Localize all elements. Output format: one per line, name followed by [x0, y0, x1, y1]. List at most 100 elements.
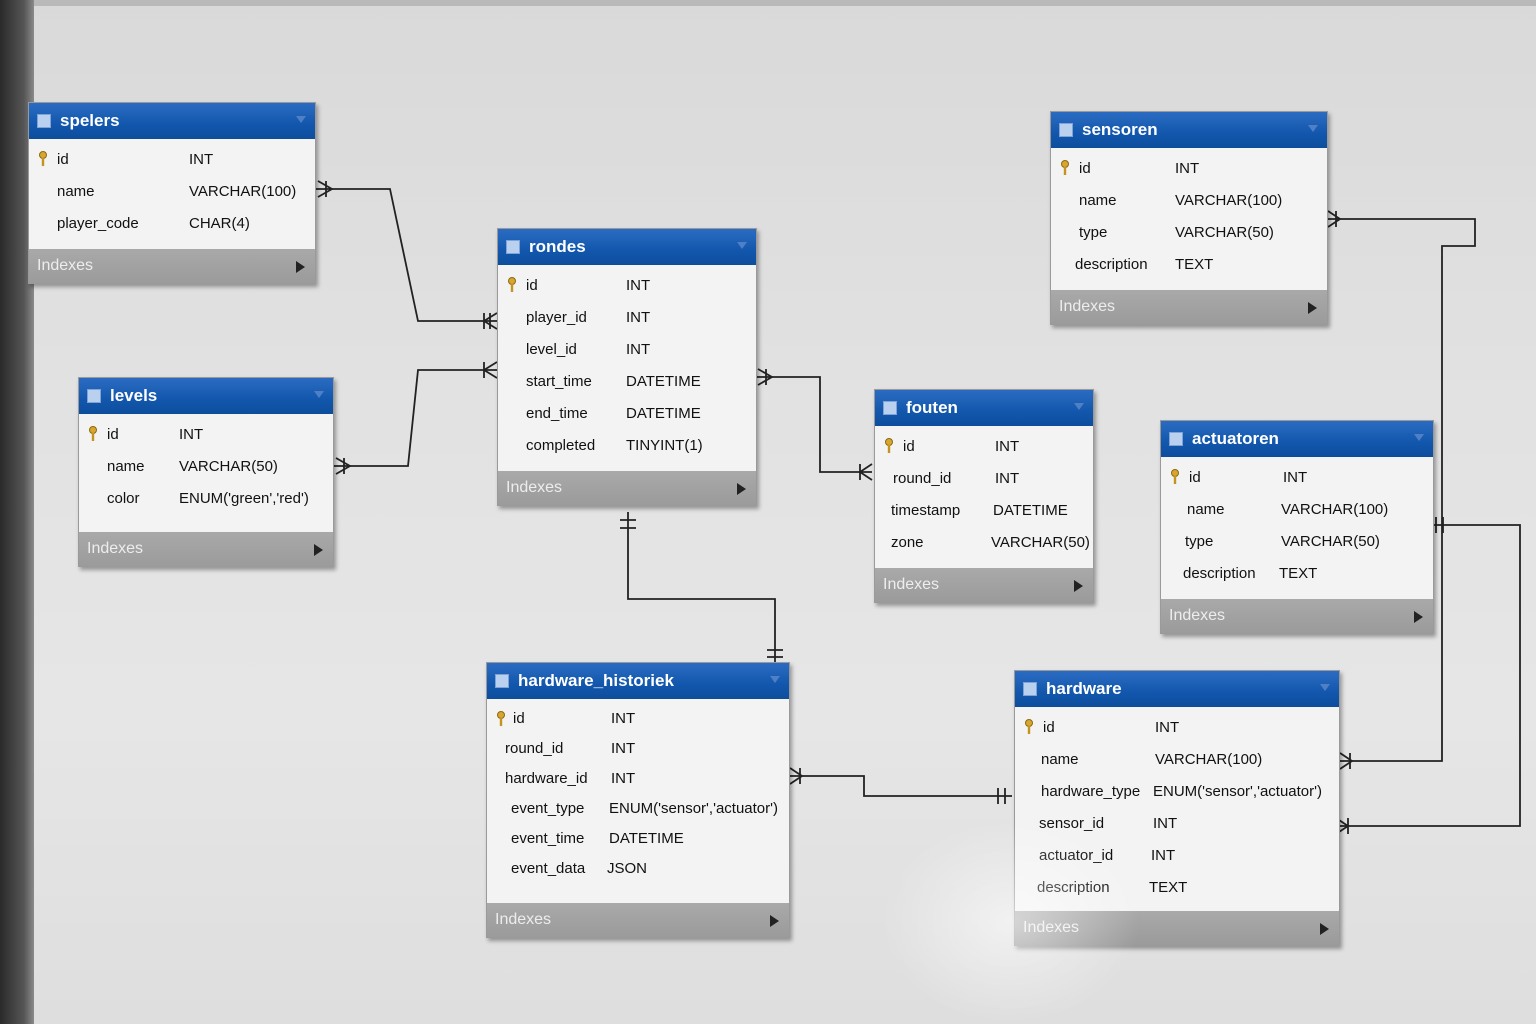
column-name: completed — [526, 436, 596, 454]
expand-arrow-icon[interactable] — [770, 915, 779, 927]
column-row[interactable]: id INT — [79, 418, 333, 450]
table-icon — [87, 389, 101, 403]
column-type: VARCHAR(50) — [1175, 223, 1274, 241]
column-row[interactable]: zone VARCHAR(50) — [875, 526, 1093, 558]
column-name: id — [526, 276, 538, 294]
marker-fouten-many — [858, 463, 873, 481]
rel-hardware-historiek-hardware — [788, 775, 1012, 797]
column-type: INT — [189, 150, 214, 168]
chevron-down-icon[interactable] — [296, 116, 306, 123]
indexes-bar[interactable]: Indexes — [487, 903, 789, 937]
column-row[interactable]: name VARCHAR(100) — [1161, 493, 1433, 525]
column-row[interactable]: start_time DATETIME — [498, 365, 756, 397]
table-icon — [883, 401, 897, 415]
rel-sensoren-hardware — [1323, 218, 1476, 762]
table-title: fouten — [906, 398, 958, 417]
column-row[interactable]: round_id INT — [487, 733, 789, 763]
column-name: name — [1187, 500, 1225, 518]
column-type: ENUM('sensor','actuator') — [1153, 782, 1322, 800]
expand-arrow-icon[interactable] — [737, 483, 746, 495]
indexes-bar[interactable]: Indexes — [875, 568, 1093, 602]
column-type: ENUM('green','red') — [179, 489, 309, 507]
column-row[interactable]: type VARCHAR(50) — [1161, 525, 1433, 557]
column-row[interactable]: description TEXT — [1161, 557, 1433, 589]
table-fouten[interactable]: fouten id INT round_id INT timestamp DAT… — [874, 389, 1094, 603]
chevron-down-icon[interactable] — [737, 242, 747, 249]
indexes-bar[interactable]: Indexes — [498, 471, 756, 505]
expand-arrow-icon[interactable] — [314, 544, 323, 556]
table-header[interactable]: actuatoren — [1161, 421, 1433, 457]
column-row[interactable]: id INT — [498, 269, 756, 301]
column-row[interactable]: event_time DATETIME — [487, 823, 789, 853]
monitor-top-edge — [0, 0, 1536, 6]
column-row[interactable]: hardware_type ENUM('sensor','actuator') — [1015, 775, 1339, 807]
table-levels[interactable]: levels id INT name VARCHAR(50) color ENU… — [78, 377, 334, 567]
column-name: name — [107, 457, 145, 475]
marker-sensoren-one — [1327, 210, 1342, 228]
expand-arrow-icon[interactable] — [1074, 580, 1083, 592]
column-row[interactable]: end_time DATETIME — [498, 397, 756, 429]
table-sensoren[interactable]: sensoren id INT name VARCHAR(100) type V… — [1050, 111, 1328, 325]
chevron-down-icon[interactable] — [1308, 125, 1318, 132]
column-row[interactable]: player_code CHAR(4) — [29, 207, 315, 239]
table-icon — [1059, 123, 1073, 137]
indexes-bar[interactable]: Indexes — [1161, 599, 1433, 633]
column-type: VARCHAR(50) — [991, 533, 1090, 551]
indexes-bar[interactable]: Indexes — [1051, 290, 1327, 324]
rel-levels-rondes — [332, 369, 497, 467]
table-header[interactable]: fouten — [875, 390, 1093, 426]
table-header[interactable]: rondes — [498, 229, 756, 265]
column-name: hardware_id — [505, 769, 588, 787]
table-header[interactable]: hardware — [1015, 671, 1339, 707]
column-type: INT — [611, 739, 636, 757]
chevron-down-icon[interactable] — [770, 676, 780, 683]
indexes-bar[interactable]: Indexes — [29, 249, 315, 283]
column-row[interactable]: id INT — [1051, 152, 1327, 184]
table-header[interactable]: levels — [79, 378, 333, 414]
column-row[interactable]: round_id INT — [875, 462, 1093, 494]
column-row[interactable]: description TEXT — [1051, 248, 1327, 280]
column-row[interactable]: id INT — [29, 143, 315, 175]
table-header[interactable]: hardware_historiek — [487, 663, 789, 699]
expand-arrow-icon[interactable] — [1308, 302, 1317, 314]
column-name: id — [903, 437, 915, 455]
column-type: TINYINT(1) — [626, 436, 703, 454]
indexes-bar[interactable]: Indexes — [79, 532, 333, 566]
chevron-down-icon[interactable] — [1320, 684, 1330, 691]
column-row[interactable]: level_id INT — [498, 333, 756, 365]
table-actuatoren[interactable]: actuatoren id INT name VARCHAR(100) type… — [1160, 420, 1434, 634]
column-row[interactable]: name VARCHAR(100) — [1051, 184, 1327, 216]
column-row[interactable]: color ENUM('green','red') — [79, 482, 333, 514]
chevron-down-icon[interactable] — [1414, 434, 1424, 441]
column-row[interactable]: name VARCHAR(100) — [29, 175, 315, 207]
chevron-down-icon[interactable] — [1074, 403, 1084, 410]
column-row[interactable]: id INT — [1015, 711, 1339, 743]
table-icon — [1023, 682, 1037, 696]
indexes-label: Indexes — [1169, 607, 1226, 624]
column-row[interactable]: name VARCHAR(50) — [79, 450, 333, 482]
chevron-down-icon[interactable] — [314, 391, 324, 398]
column-row[interactable]: hardware_id INT — [487, 763, 789, 793]
table-hardware-historiek[interactable]: hardware_historiek id INT round_id INT h… — [486, 662, 790, 938]
column-row[interactable]: id INT — [1161, 461, 1433, 493]
column-row[interactable]: type VARCHAR(50) — [1051, 216, 1327, 248]
table-header[interactable]: sensoren — [1051, 112, 1327, 148]
column-row[interactable]: player_id INT — [498, 301, 756, 333]
column-name: end_time — [526, 404, 588, 422]
column-row[interactable]: id INT — [875, 430, 1093, 462]
column-row[interactable]: event_data JSON — [487, 853, 789, 883]
column-row[interactable]: timestamp DATETIME — [875, 494, 1093, 526]
table-spelers[interactable]: spelers id INT name VARCHAR(100) player_… — [28, 102, 316, 284]
expand-arrow-icon[interactable] — [1414, 611, 1423, 623]
table-title: spelers — [60, 111, 120, 130]
column-row[interactable]: id INT — [487, 703, 789, 733]
expand-arrow-icon[interactable] — [1320, 923, 1329, 935]
column-row[interactable]: completed TINYINT(1) — [498, 429, 756, 461]
column-name: hardware_type — [1041, 782, 1141, 800]
expand-arrow-icon[interactable] — [296, 261, 305, 273]
table-header[interactable]: spelers — [29, 103, 315, 139]
column-row[interactable]: event_type ENUM('sensor','actuator') — [487, 793, 789, 823]
table-rondes[interactable]: rondes id INT player_id INT level_id INT… — [497, 228, 757, 506]
column-row[interactable]: name VARCHAR(100) — [1015, 743, 1339, 775]
